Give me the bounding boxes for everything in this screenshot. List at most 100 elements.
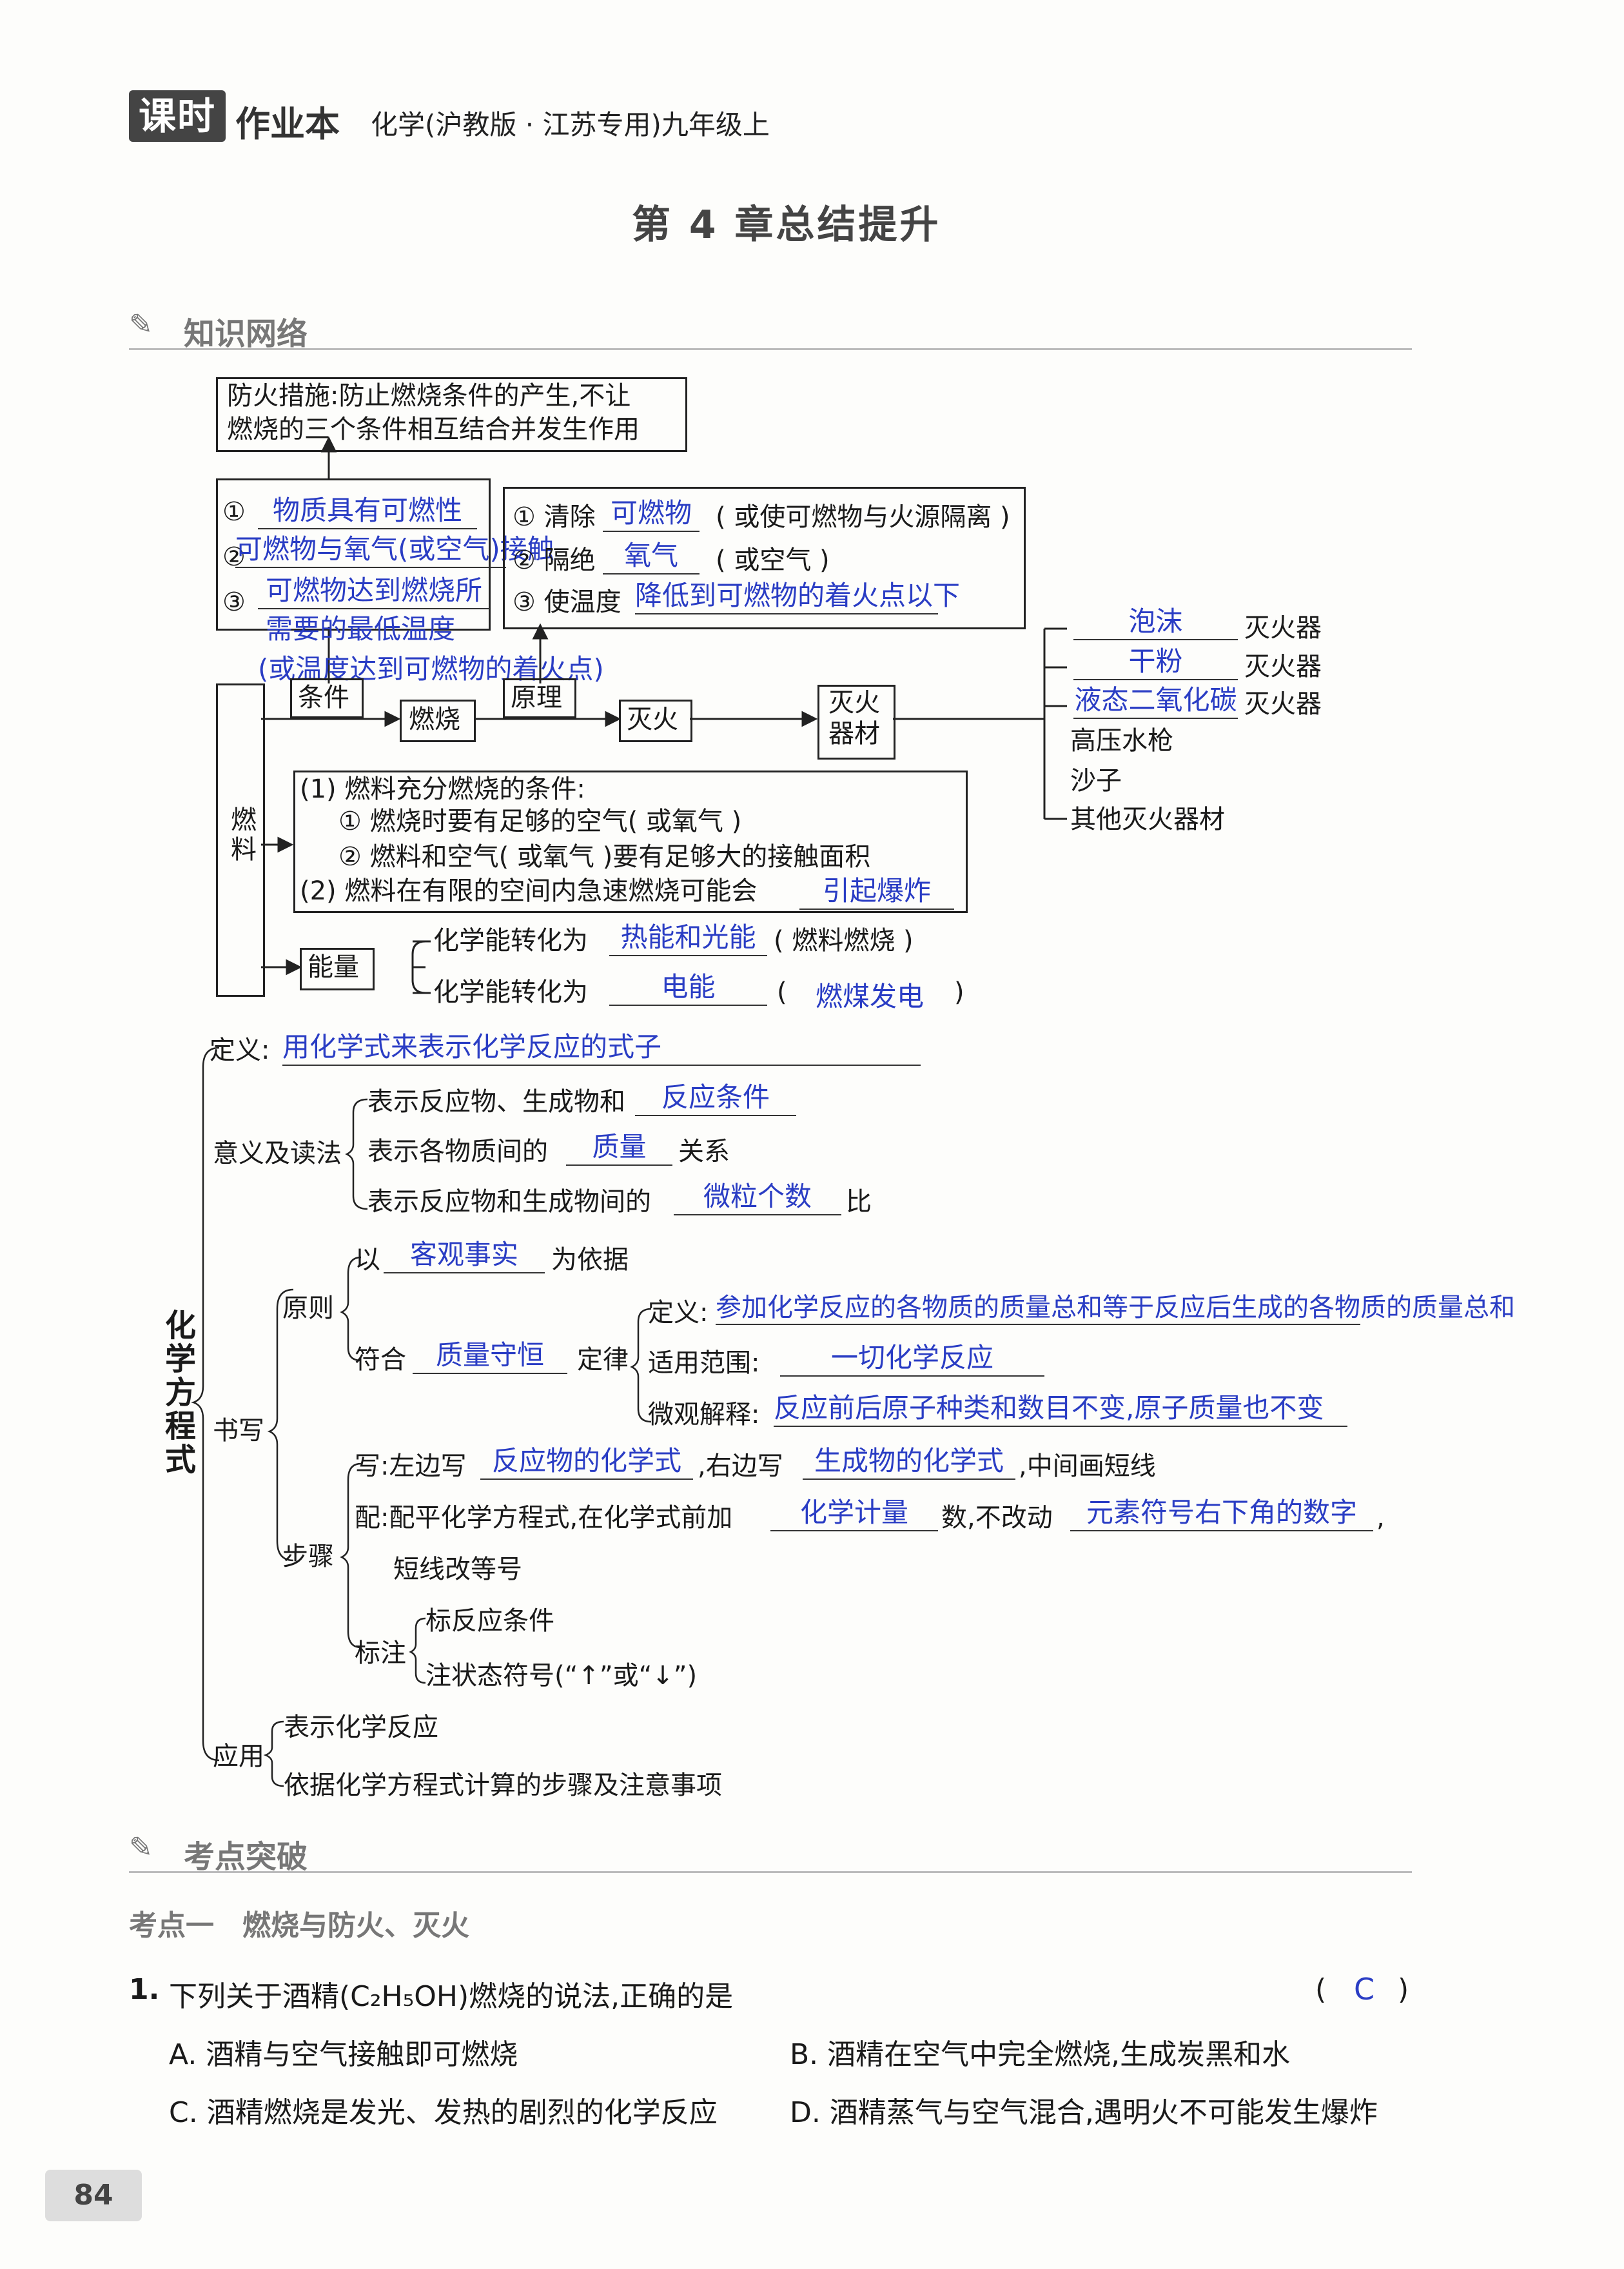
section-divider-2 xyxy=(129,1871,1412,1873)
section-exam-points: 考点突破 xyxy=(184,1839,308,1875)
extinguisher-suffix-3: 灭火器 xyxy=(1244,689,1322,719)
answer-principle-2: 氧气 xyxy=(603,534,699,575)
chapter-title: 第 4 章总结提升 xyxy=(632,202,941,248)
extinguisher-suffix-1: 灭火器 xyxy=(1244,613,1322,643)
principle-node-label: 原理 xyxy=(511,683,562,712)
equation-meaning-label: 意义及读法 xyxy=(213,1139,342,1168)
fuel-conditions-box xyxy=(293,771,968,913)
section-run-icon-2: ✎ xyxy=(129,1831,153,1864)
answer-meaning-2: 质量 xyxy=(566,1125,672,1166)
condition-node xyxy=(290,678,364,718)
law-definition-label: 定义: xyxy=(648,1298,709,1328)
equipment-node xyxy=(817,685,895,760)
principle-3-label: ③ 使温度 xyxy=(513,587,621,617)
extinguisher-sand: 沙子 xyxy=(1070,766,1122,796)
option-d: D. 酒精蒸气与空气混合,遇明火不可能发生爆炸 xyxy=(790,2096,1378,2129)
combustion-node-label: 燃烧 xyxy=(409,705,460,734)
combustion-node xyxy=(400,700,476,742)
energy-row-2-label: 化学能转化为 xyxy=(433,977,588,1007)
answer-condition-3-line2: 需要的最低温度 xyxy=(266,613,456,645)
step-balance-pre: 配:配平化学方程式,在化学式前加 xyxy=(355,1503,733,1533)
page-number: 84 xyxy=(45,2170,142,2221)
step-balance-line2: 短线改等号 xyxy=(393,1555,522,1584)
answer-law-micro: 反应前后原子种类和数目不变,原子质量也不变 xyxy=(774,1386,1347,1427)
energy-row-1-note: ( 燃料燃烧 ) xyxy=(774,926,914,956)
option-a: A. 酒精与空气接触即可燃烧 xyxy=(169,2038,518,2071)
mark-label: 标注 xyxy=(355,1638,406,1668)
step-balance-post: , xyxy=(1376,1503,1385,1533)
answer-energy-2: 电能 xyxy=(609,965,767,1006)
exam-point-1-title: 考点一 燃烧与防火、灭火 xyxy=(129,1909,469,1942)
principle-node xyxy=(503,678,576,718)
condition-node-label: 条件 xyxy=(298,683,349,712)
steps-label: 步骤 xyxy=(282,1542,334,1571)
equation-root-label: 化学方程式 xyxy=(159,1309,195,1477)
extinguish-node-label: 灭火 xyxy=(627,705,678,734)
principle-2-pre: 符合 xyxy=(355,1345,406,1375)
law-scope-label: 适用范围: xyxy=(648,1348,760,1378)
question-1-number: 1. xyxy=(129,1973,160,2006)
answer-condition-2: 可燃物与氧气(或空气)接触 xyxy=(235,527,554,568)
law-micro-label: 微观解释: xyxy=(648,1400,760,1429)
answer-step-coefficient: 化学计量 xyxy=(770,1491,938,1531)
meaning-2-label: 表示各物质间的 xyxy=(367,1137,548,1166)
answer-law-scope: 一切化学反应 xyxy=(780,1336,1044,1377)
step-write-post: ,中间画短线 xyxy=(1019,1451,1156,1481)
answer-principle-fact: 客观事实 xyxy=(384,1233,545,1273)
question-1-paren-open: ( xyxy=(1315,1973,1327,2006)
principle-1-pre: 以 xyxy=(355,1245,380,1275)
step-write-mid: ,右边写 xyxy=(698,1451,783,1481)
section-knowledge-network: 知识网络 xyxy=(184,316,308,352)
application-2: 依据化学方程式计算的步骤及注意事项 xyxy=(284,1771,722,1800)
fire-prevention-box xyxy=(216,377,687,452)
fuel-condition-2: (2) 燃料在有限的空间内急速燃烧可能会 xyxy=(300,876,758,906)
principle-1-note: ( 或使可燃物与火源隔离 ) xyxy=(716,502,1010,532)
extinguisher-water-gun: 高压水枪 xyxy=(1070,726,1173,756)
meaning-1-label: 表示反应物、生成物和 xyxy=(367,1087,625,1117)
principle-2-post: 定律 xyxy=(577,1345,629,1375)
step-write-pre: 写:左边写 xyxy=(355,1451,467,1481)
extinguisher-others: 其他灭火器材 xyxy=(1070,805,1225,834)
answer-step-subscript: 元素符号右下角的数字 xyxy=(1070,1491,1373,1531)
answer-principle-3: 降低到可燃物的着火点以下 xyxy=(635,574,960,614)
answer-meaning-1: 反应条件 xyxy=(635,1076,796,1116)
principle-2-note: ( 或空气 ) xyxy=(716,545,830,575)
meaning-2-post: 关系 xyxy=(678,1137,730,1166)
energy-node xyxy=(300,948,375,990)
answer-meaning-3: 微粒个数 xyxy=(674,1175,841,1215)
answer-energy-1: 热能和光能 xyxy=(609,916,767,956)
equation-definition-label: 定义: xyxy=(210,1036,270,1065)
application-label: 应用 xyxy=(213,1742,264,1771)
equipment-node-label: 灭火器材 xyxy=(828,688,880,749)
energy-row-2-open: ( xyxy=(777,977,787,1007)
combustion-conditions-box xyxy=(216,478,491,631)
book-subject: 化学(沪教版 · 江苏专用)九年级上 xyxy=(371,109,770,141)
principle-1-label: ① 清除 xyxy=(513,502,596,532)
fire-prevention-line2: 燃烧的三个条件相互结合并发生作用 xyxy=(227,415,640,444)
brand-logo: 课时 xyxy=(129,90,226,142)
step-balance-mid: 数,不改动 xyxy=(941,1503,1053,1533)
condition-num-1: ① xyxy=(222,497,246,527)
extinguisher-suffix-2: 灭火器 xyxy=(1244,652,1322,682)
fire-prevention-line1: 防火措施:防止燃烧条件的产生,不让 xyxy=(227,381,631,411)
fuel-condition-1a: ① 燃烧时要有足够的空气( 或氧气 ) xyxy=(338,807,742,836)
fuel-condition-1b: ② 燃料和空气( 或氧气 )要有足够大的接触面积 xyxy=(338,842,871,872)
answer-principle-law: 质量守恒 xyxy=(413,1333,567,1374)
principle-1-post: 为依据 xyxy=(551,1245,629,1275)
section-divider xyxy=(129,348,1412,350)
answer-fuel-explosion: 引起爆炸 xyxy=(799,869,954,910)
application-1: 表示化学反应 xyxy=(284,1713,438,1742)
answer-equation-definition: 用化学式来表示化学反应的式子 xyxy=(282,1025,921,1066)
answer-extinguisher-1: 泡沫 xyxy=(1073,600,1238,640)
mark-state-symbols: 注状态符号(“↑”或“↓”) xyxy=(426,1661,698,1691)
equation-writing-label: 书写 xyxy=(213,1416,264,1446)
extinguish-principles-box xyxy=(503,487,1026,629)
extinguish-node xyxy=(619,700,692,742)
answer-condition-3-line1: 可燃物达到燃烧所 xyxy=(258,569,490,609)
answer-extinguisher-3: 液态二氧化碳 xyxy=(1073,678,1238,719)
energy-node-label: 能量 xyxy=(308,952,359,982)
principle-2-label: ② 隔绝 xyxy=(513,545,596,575)
question-1-text: 下列关于酒精(C₂H₅OH)燃烧的说法,正确的是 xyxy=(169,1980,734,2013)
option-c: C. 酒精燃烧是发光、发热的剧烈的化学反应 xyxy=(169,2096,718,2129)
